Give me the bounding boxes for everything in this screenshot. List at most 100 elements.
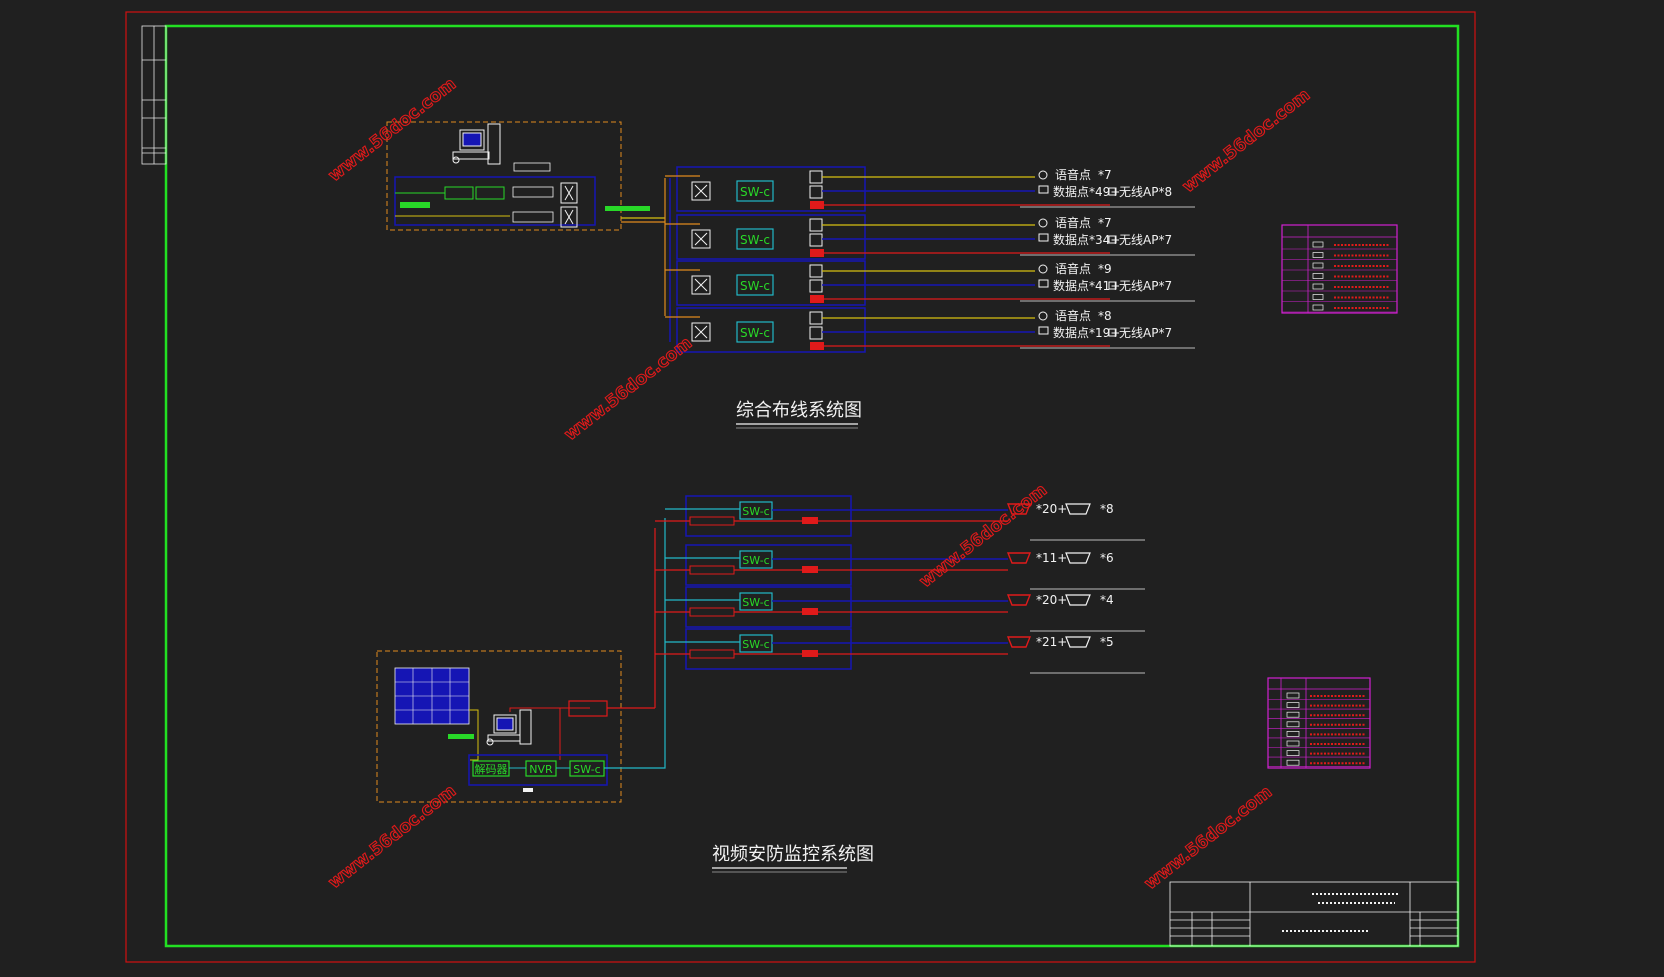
cabling-patch-panel-icon (691, 322, 711, 342)
cabling-red-frame-icon (810, 342, 824, 350)
legend-symbol (1286, 721, 1300, 728)
cabling-floor-rack (676, 260, 866, 306)
phone-icon (1038, 264, 1048, 274)
voice-point-count: *9 (1098, 262, 1112, 276)
cabling-machine-room-box (386, 121, 622, 231)
drawing-title-block (1169, 881, 1459, 947)
cctv-green-bar (448, 734, 474, 739)
cabling-switch-label: SW-c (740, 279, 770, 293)
camera-count-b: *5 (1100, 635, 1114, 649)
cabling-floor-rack (676, 307, 866, 353)
phone-icon (1038, 311, 1048, 321)
camera-count-b: *4 (1100, 593, 1114, 607)
computer-icon (1038, 279, 1049, 288)
cabling-green-bar-a (400, 202, 430, 208)
dome-camera-icon (1006, 594, 1032, 606)
cctv-wall-link (469, 709, 479, 761)
cctv-control-room-box (376, 650, 622, 803)
cabling-room-module-b (475, 186, 505, 200)
cabling-floor-rows: SW-c语音点*7数据点*49+无线AP*8SW-c语音点*7数据点*34+无线… (665, 166, 1195, 353)
data-point-label: 数据点*49+ (1053, 184, 1120, 199)
legend-symbol (1286, 759, 1300, 766)
cabling-green-bar-b (605, 206, 650, 211)
cctv-floor-rack (685, 544, 852, 586)
cctv-row-4: SW-c *21+ *5 (655, 628, 1145, 674)
voice-point-count: *8 (1098, 309, 1112, 323)
wireless-ap-label: 无线AP*7 (1119, 326, 1172, 340)
computer-icon (1038, 185, 1049, 194)
cabling-data-frame-icon (809, 233, 823, 247)
cabling-floor-rack (676, 166, 866, 212)
data-point-label: 数据点*41+ (1053, 278, 1120, 293)
legend-symbol (1286, 740, 1300, 747)
bullet-camera-icon (1065, 503, 1091, 515)
bullet-camera-icon (1065, 552, 1091, 564)
camera-count-a: *20+ (1036, 502, 1067, 516)
cctv-red-device (802, 566, 818, 573)
dome-camera-icon (1006, 552, 1032, 564)
cctv-row-1: SW-c *20+ *8 (655, 495, 1145, 541)
cabling-switch-box (736, 321, 774, 343)
cabling-data-frame-icon (809, 185, 823, 199)
cabling-system-diagram: SW-c语音点*7数据点*49+无线AP*8SW-c语音点*7数据点*34+无线… (386, 121, 1398, 429)
cctv-red-device (802, 650, 818, 657)
cctv-rack-tag (523, 788, 533, 792)
cctv-red-device (802, 517, 818, 524)
cctv-red-device (802, 608, 818, 615)
cctv-row-2: SW-c*11+*6 (655, 544, 1145, 590)
voice-point-label: 语音点 (1055, 215, 1091, 230)
cabling-patch-panel-icon (691, 275, 711, 295)
voice-point-count: *7 (1098, 168, 1112, 182)
camera-count-b: *8 (1100, 502, 1114, 516)
cctv-floor-rack (685, 495, 852, 537)
wireless-ap-icon (1108, 235, 1117, 244)
voice-point-label: 语音点 (1055, 261, 1091, 276)
cabling-room-patch-panel (560, 182, 578, 228)
cabling-data-frame-icon (809, 279, 823, 293)
legend-symbol (1312, 273, 1324, 279)
cabling-room-module-d (512, 211, 554, 223)
cctv-switch-label: SW-c (742, 638, 769, 651)
cabling-red-frame-icon (810, 249, 824, 257)
cctv-workstation-icon (486, 709, 532, 746)
cabling-patch-panel-glyph (694, 278, 708, 292)
camera-count-a: *20+ (1036, 593, 1067, 607)
computer-icon (1038, 326, 1049, 335)
wireless-ap-icon (1108, 281, 1117, 290)
camera-count-b: *6 (1100, 551, 1114, 565)
camera-count-a: *21+ (1036, 635, 1067, 649)
cabling-switch-box (736, 180, 774, 202)
cctv-floor-rack (685, 628, 852, 670)
legend-symbol (1286, 692, 1300, 699)
cabling-patch-panel-icon (691, 181, 711, 201)
camera-count-a: *11+ (1036, 551, 1067, 565)
voice-point-label: 语音点 (1055, 167, 1091, 182)
cctv-floor-rack (685, 586, 852, 628)
cabling-floor-rack (676, 214, 866, 260)
cctv-decoder-label: 解码器 (475, 762, 508, 776)
legend-symbol (1312, 283, 1324, 290)
legend-symbol (1286, 702, 1300, 708)
legend-symbol (1312, 252, 1324, 258)
bullet-camera-icon (1065, 636, 1091, 648)
bullet-camera-icon (1065, 594, 1091, 606)
voice-point-label: 语音点 (1055, 308, 1091, 323)
cctv-legend-table (1267, 677, 1371, 769)
cctv-legend-rows (1268, 692, 1370, 768)
wireless-ap-icon (1108, 187, 1117, 196)
legend-symbol (1286, 731, 1300, 737)
cabling-rack-box (394, 176, 596, 226)
cabling-room-label-box (513, 162, 551, 172)
legend-symbol (1312, 262, 1324, 269)
cabling-patch-panel-glyph (694, 232, 708, 246)
cctv-switch-label: SW-c (742, 505, 769, 518)
cabling-workstation-icon (452, 123, 501, 165)
cabling-legend-rows (1282, 241, 1397, 313)
cabling-switch-label: SW-c (740, 185, 770, 199)
cctv-system-diagram: 解码器 NVR SW-c SW-c*20+*8SW-c*11+*6SW-c*20… (376, 495, 1371, 873)
cabling-legend-table (1281, 224, 1398, 314)
